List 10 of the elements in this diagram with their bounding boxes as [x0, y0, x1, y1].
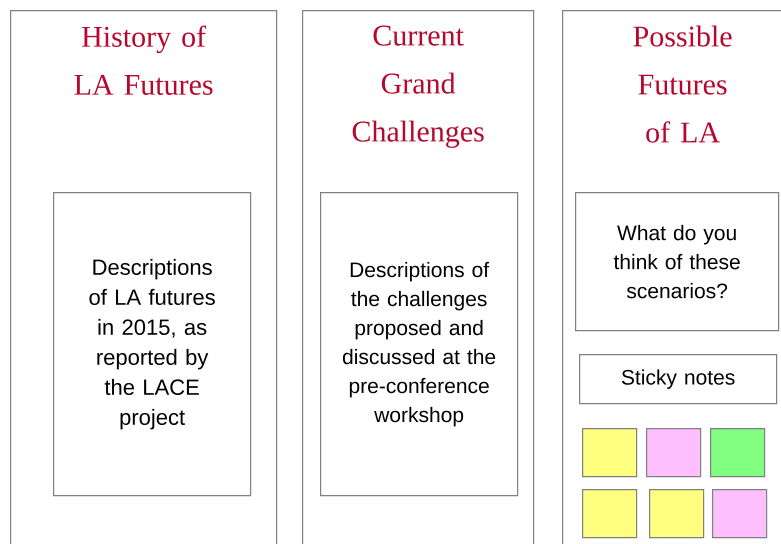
sticky-note [582, 428, 638, 478]
sticky-note [582, 489, 638, 538]
sticky-note [712, 489, 768, 538]
text-box: Sticky notes [579, 354, 778, 404]
text-box: Descriptions of the challenges proposed and discussed at the pre-conference workshop [320, 192, 518, 496]
text-box: What do you think of these scenarios? [575, 192, 780, 332]
sticky-note [646, 428, 702, 478]
sticky-note [710, 428, 766, 478]
sticky-note [649, 489, 704, 538]
text-box: Descriptions of LA futures in 2015, as reported by the LACE project [53, 192, 252, 496]
